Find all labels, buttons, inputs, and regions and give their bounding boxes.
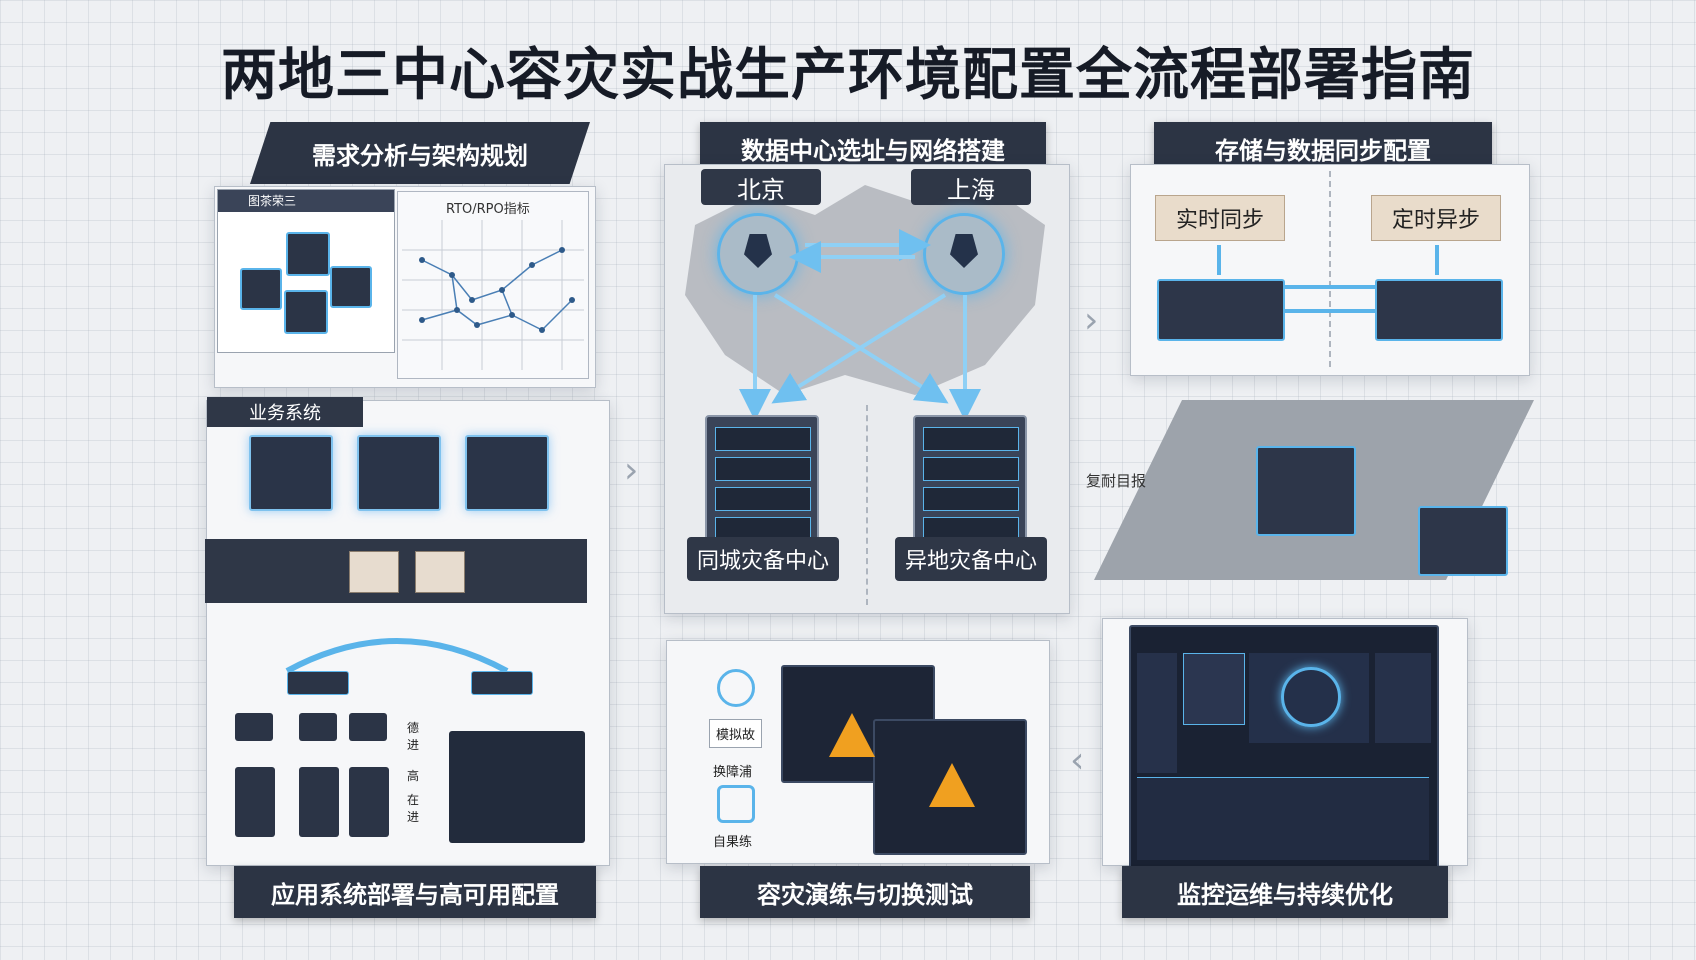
server-node-icon: [286, 232, 330, 276]
business-panel: 业务系统 德 进 高 在 进: [205, 397, 610, 866]
warning-triangle-icon: [929, 763, 975, 807]
drill-item: 自果练: [713, 835, 753, 850]
load-balancer-bar: [205, 539, 587, 603]
deployment-side-text: 在 进: [407, 793, 420, 824]
monitoring-panel: [1102, 618, 1468, 869]
server-card: [249, 435, 333, 511]
server-rack-icon: [705, 415, 819, 549]
server-rack-icon: [1256, 446, 1356, 536]
window-tab-label: 图茶荣三: [248, 194, 297, 208]
node-icon: [299, 767, 339, 837]
sync-label-scheduled: 定时异步: [1371, 195, 1501, 241]
deployment-side-text: 高: [407, 769, 420, 783]
panel-divider: [1329, 171, 1331, 367]
load-balancer-icon: [349, 551, 399, 593]
storage-array-icon: [1157, 279, 1285, 341]
section-requirements-title: 需求分析与架构规划: [312, 141, 528, 170]
section-drill-title: 容灾演练与切换测试: [757, 880, 973, 909]
chart-title: RTO/RPO指标: [446, 202, 530, 217]
monitoring-dashboard: [1129, 625, 1439, 869]
sync-label-realtime: 实时同步: [1155, 195, 1285, 241]
server-card: [465, 435, 549, 511]
cluster-rack: [449, 731, 585, 843]
drill-item: 模拟故: [709, 719, 763, 748]
storage-panel: 实时同步 定时异步: [1130, 164, 1530, 376]
ha-arc: [285, 638, 509, 674]
drill-panel: 模拟故 换障浦 自果练: [666, 640, 1050, 864]
deployment-side-text: 德 进: [407, 721, 420, 752]
server-node-icon: [240, 268, 282, 310]
datacenter-pin-icon: [717, 213, 799, 295]
node-icon: [235, 767, 275, 837]
server-rack-icon: [1418, 506, 1508, 576]
section-requirements-banner: 需求分析与架构规划: [250, 122, 590, 184]
node-icon: [299, 713, 337, 741]
section-network-title: 数据中心选址与网络搭建: [741, 136, 1005, 165]
chevron-left-icon: ‹: [1070, 740, 1085, 781]
city-label-shanghai: 上海: [911, 169, 1031, 205]
chevron-right-icon: ›: [1084, 300, 1099, 341]
warning-triangle-icon: [829, 713, 875, 757]
city-label-beijing: 北京: [701, 169, 821, 205]
server-node-icon: [330, 266, 372, 308]
network-graph: [402, 220, 584, 370]
node-icon: [349, 713, 387, 741]
chevron-right-icon: ›: [624, 450, 639, 491]
section-drill-banner: 容灾演练与切换测试: [700, 866, 1030, 918]
node-icon: [349, 767, 389, 837]
server-card: [357, 435, 441, 511]
sync-arrows: [1217, 245, 1439, 313]
business-label: 业务系统: [207, 397, 363, 427]
drill-item: 换障浦: [713, 765, 753, 780]
section-storage-title: 存储与数据同步配置: [1215, 136, 1431, 165]
rto-rpo-chart: RTO/RPO指标: [397, 191, 589, 379]
requirements-panel: 图茶荣三 RTO/RPO指标: [214, 186, 596, 388]
node-icon: [235, 713, 273, 741]
page-title: 两地三中心容灾实战生产环境配置全流程部署指南: [221, 43, 1475, 108]
server-rack-icon: [913, 415, 1027, 549]
radar-icon: [1281, 667, 1341, 727]
server-node-icon: [284, 290, 328, 334]
architecture-window: 图茶荣三: [217, 189, 395, 353]
section-deployment-title: 应用系统部署与高可用配置: [271, 880, 559, 909]
panel-divider: [866, 405, 868, 605]
switch-icon: [471, 671, 533, 695]
shield-icon: [717, 669, 755, 707]
section-deployment-banner: 应用系统部署与高可用配置: [234, 866, 596, 918]
load-balancer-icon: [415, 551, 465, 593]
switch-icon: [287, 671, 349, 695]
window-titlebar: 图茶荣三: [218, 190, 394, 212]
network-panel: 北京 上海 同城灾备中心 异地灾备: [664, 164, 1070, 614]
dc-label-remote: 异地灾备中心: [895, 537, 1047, 581]
section-monitoring-banner: 监控运维与持续优化: [1122, 866, 1448, 918]
dc-label-same-city: 同城灾备中心: [687, 537, 839, 581]
network-links: [739, 229, 981, 421]
storage-array-icon: [1375, 279, 1503, 341]
storage-side-label: 复耐目报: [1086, 472, 1147, 490]
section-monitoring-title: 监控运维与持续优化: [1177, 880, 1393, 909]
gear-icon: [717, 785, 755, 823]
